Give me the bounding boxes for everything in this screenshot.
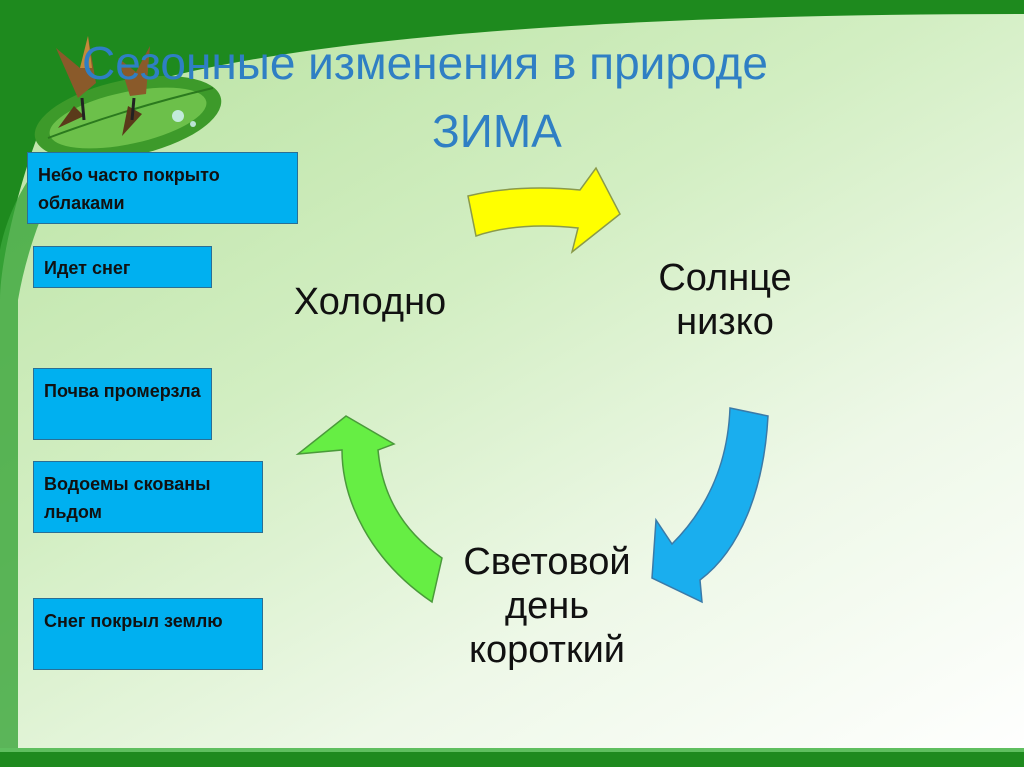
cycle-arrow-green	[295, 415, 443, 604]
fact-box-snowfall: Идет снег	[33, 246, 212, 288]
cycle-arrow-blue	[651, 407, 769, 604]
cycle-label-sun-line1: Солнце	[658, 257, 792, 299]
slide-subtitle-season: ЗИМА	[432, 105, 562, 157]
cycle-label-sun-low: Солнце низко	[620, 256, 830, 344]
cycle-label-day-line3: короткий	[468, 629, 626, 671]
cycle-arrow-yellow	[467, 166, 621, 254]
slide-title: Сезонные изменения в природе	[82, 37, 768, 89]
cycle-label-sun-line2: низко	[676, 301, 774, 343]
fact-box-soil: Почва промерзла	[33, 368, 212, 440]
fact-box-water: Водоемы скованы льдом	[33, 461, 263, 533]
butterfly-on-leaf-icon	[34, 36, 222, 158]
cycle-label-cold-text: Холодно	[293, 281, 447, 323]
cycle-label-short-day: Световой день короткий	[438, 540, 656, 672]
cycle-label-day-line1: Световой	[463, 541, 631, 583]
fact-box-snow-cover: Снег покрыл землю	[33, 598, 263, 670]
cycle-label-day-line2: день	[504, 585, 590, 627]
fact-box-sky: Небо часто покрыто облаками	[27, 152, 298, 224]
cycle-label-cold: Холодно	[270, 280, 470, 324]
